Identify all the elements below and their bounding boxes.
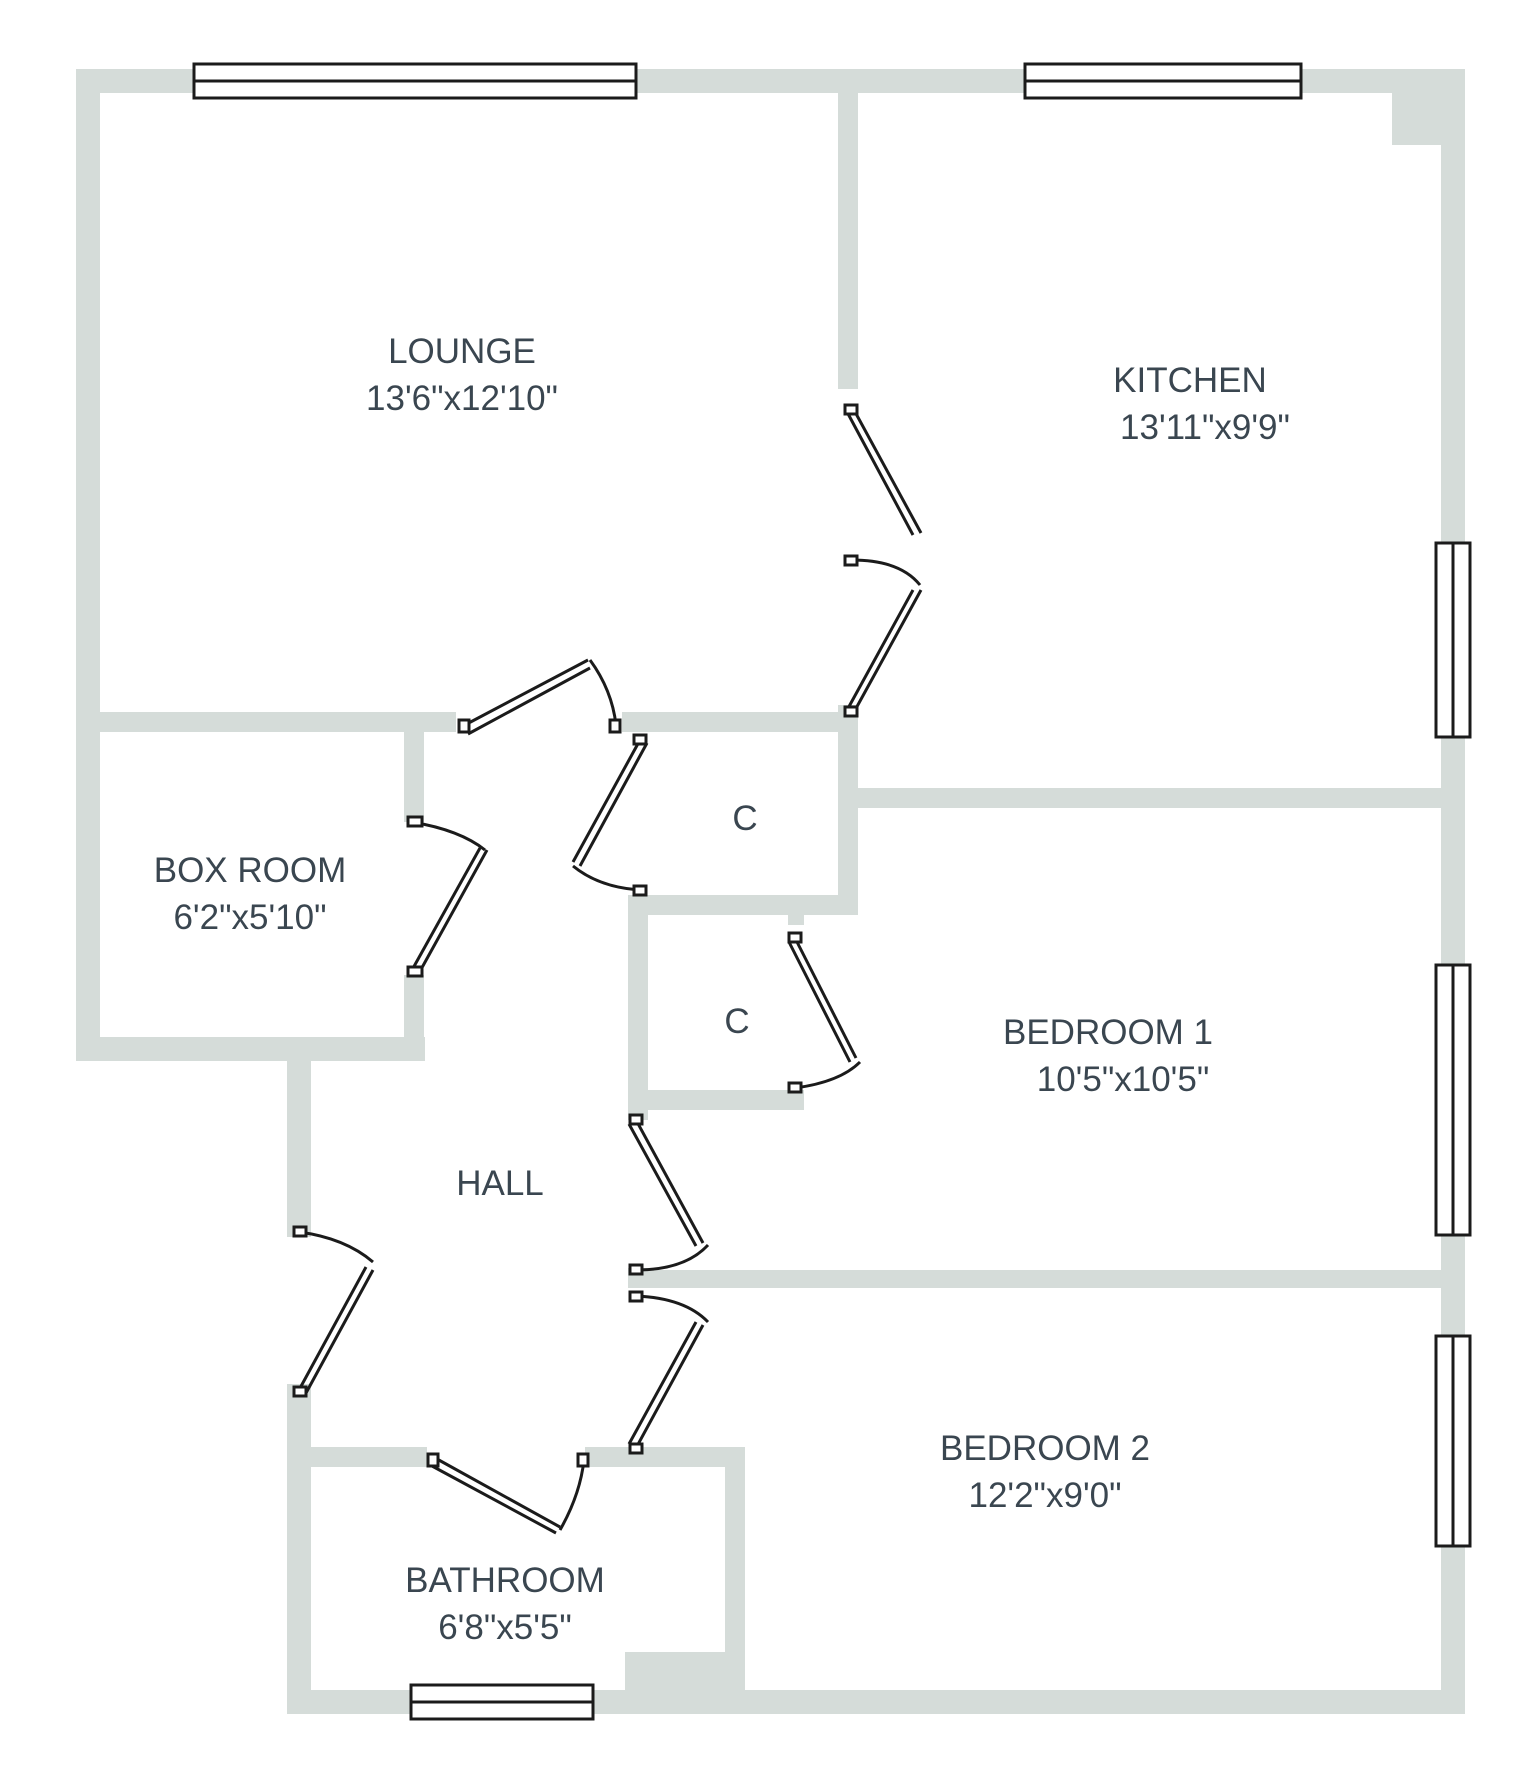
door-bedroom-2 [627, 1290, 710, 1455]
room-label-box-room: BOX ROOM 6'2"x5'10" [154, 847, 347, 942]
room-dimensions: 13'6"x12'10" [366, 379, 558, 419]
room-label-hall: HALL [456, 1160, 544, 1207]
room-name: BEDROOM 1 [1002, 1013, 1214, 1052]
room-dimensions: 6'8"x5'5" [438, 1608, 572, 1648]
room-label-kitchen: KITCHEN 13'11"x9'9" [1090, 357, 1290, 452]
room-label-bathroom: BATHROOM 6'8"x5'5" [405, 1557, 605, 1652]
door-closet-lower [787, 931, 862, 1094]
window-bedroom-2 [1434, 1334, 1472, 1548]
room-name: C [724, 1002, 750, 1041]
room-name: BOX ROOM [153, 851, 347, 890]
walls [76, 69, 1465, 1714]
window-kitchen-side [1434, 541, 1472, 739]
room-label-closet-upper: C [732, 795, 757, 842]
room-name: KITCHEN [1113, 361, 1267, 400]
window-bathroom [409, 1683, 595, 1721]
room-label-closet-lower: C [724, 998, 749, 1045]
room-dimensions: 12'2"x9'0" [968, 1476, 1122, 1516]
door-lounge-kitchen [843, 403, 923, 718]
door-hall-entrance [292, 1225, 375, 1398]
room-dimensions: 10'5"x10'5" [1036, 1060, 1210, 1100]
door-closet-upper [571, 733, 649, 897]
room-label-bedroom-2: BEDROOM 2 12'2"x9'0" [940, 1425, 1150, 1520]
room-name: C [732, 799, 758, 838]
windows [192, 62, 1472, 1721]
window-bedroom-1 [1434, 963, 1472, 1237]
door-bedroom-1 [627, 1113, 710, 1276]
doors [292, 403, 923, 1535]
room-name: BEDROOM 2 [939, 1429, 1151, 1468]
room-dimensions: 6'2"x5'10" [173, 898, 327, 938]
room-name: HALL [456, 1164, 544, 1203]
door-box-room [406, 815, 489, 978]
door-lounge-hall [457, 658, 622, 736]
room-dimensions: 13'11"x9'9" [1120, 408, 1290, 448]
room-label-bedroom-1: BEDROOM 1 10'5"x10'5" [1003, 1009, 1213, 1104]
window-lounge [192, 62, 638, 100]
room-name: BATHROOM [405, 1561, 605, 1600]
room-label-lounge: LOUNGE 13'6"x12'10" [366, 328, 558, 423]
window-kitchen [1023, 62, 1303, 100]
door-bathroom [426, 1452, 590, 1535]
room-name: LOUNGE [388, 332, 536, 371]
